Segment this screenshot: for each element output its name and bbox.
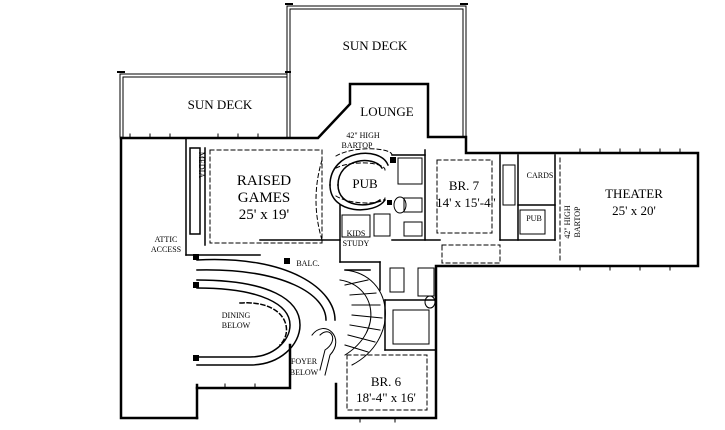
labels: SUN DECK SUN DECK LOUNGE 42" HIGH BARTOP…	[151, 38, 663, 405]
br7-size: 14' x 15'-4"	[436, 195, 496, 210]
dining-below-label-line1: DINING	[222, 311, 251, 320]
bartop-1-label-line2: BARTOP	[342, 141, 373, 150]
grand-stair	[311, 269, 386, 376]
balcony-curve	[196, 258, 336, 366]
br7-label: BR. 7	[449, 178, 480, 193]
pub-small-label: PUB	[526, 214, 542, 223]
balc-label: BALC.	[296, 259, 319, 268]
sun-deck-lower-label: SUN DECK	[188, 97, 253, 112]
lounge-label: LOUNGE	[360, 104, 413, 119]
dining-below-label-line2: BELOW	[222, 321, 251, 330]
bath-fixtures	[341, 157, 546, 345]
kids-study-label-line1: KIDS	[347, 229, 366, 238]
sun-deck-upper-label: SUN DECK	[343, 38, 408, 53]
bartop-2-label-line1: 42" HIGH	[563, 205, 572, 238]
sun-deck-lower-railing	[119, 73, 288, 138]
deck-posts	[117, 3, 468, 73]
br6-size: 18'-4" x 16'	[356, 390, 416, 405]
br6-label: BR. 6	[371, 374, 402, 389]
foyer-below-label-line1: FOYER	[291, 357, 318, 366]
raised-games-label-line2: GAMES	[238, 190, 291, 206]
windows	[129, 133, 681, 423]
attic-access-label-line2: ACCESS	[151, 245, 181, 254]
foyer-below-label-line2: BELOW	[290, 368, 319, 377]
dashed-outlines	[209, 148, 561, 411]
cards-label: CARDS	[527, 171, 554, 180]
raised-games-size: 25' x 19'	[239, 207, 290, 223]
raised-games-label-line1: RAISED	[237, 173, 291, 189]
kids-study-label-line2: STUDY	[343, 239, 370, 248]
pub-label: PUB	[352, 176, 378, 191]
pub-counter	[329, 152, 389, 211]
theater-label: THEATER	[605, 186, 663, 201]
media-label: MEDIA	[197, 152, 206, 178]
attic-access-label-line1: ATTIC	[155, 235, 178, 244]
columns[interactable]	[193, 157, 396, 361]
theater-size: 25' x 20'	[612, 203, 656, 218]
exterior-walls	[119, 82, 700, 420]
bartop-1-label-line1: 42" HIGH	[346, 131, 379, 140]
bartop-2-label-line2: BARTOP	[573, 206, 582, 237]
